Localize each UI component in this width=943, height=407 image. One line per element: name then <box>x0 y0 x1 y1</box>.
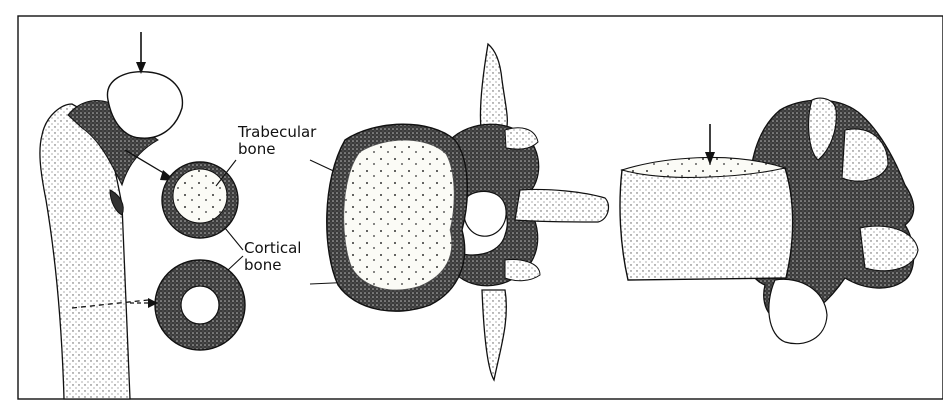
neck-to-section-arrow <box>125 150 176 181</box>
cortical-label-line1: Cortical <box>244 240 301 257</box>
cortical-label-line2: bone <box>244 257 301 274</box>
trabecular-label-line1: Trabecular <box>238 124 316 141</box>
vertebra-side-view <box>620 98 918 344</box>
cortical-leader-2 <box>228 256 243 270</box>
load-arrow-femur <box>136 32 146 74</box>
trabecular-label-line2: bone <box>238 141 316 158</box>
femur-drawing <box>40 72 183 399</box>
trabecular-cross-section <box>162 162 238 238</box>
cortical-leader-1 <box>225 228 243 250</box>
shaft-to-section-arrow <box>130 298 158 308</box>
trabecular-label: Trabecular bone <box>238 124 316 158</box>
cortical-cross-section <box>155 260 245 350</box>
vertebra-top-view <box>327 44 609 380</box>
cortical-label: Cortical bone <box>244 240 301 274</box>
